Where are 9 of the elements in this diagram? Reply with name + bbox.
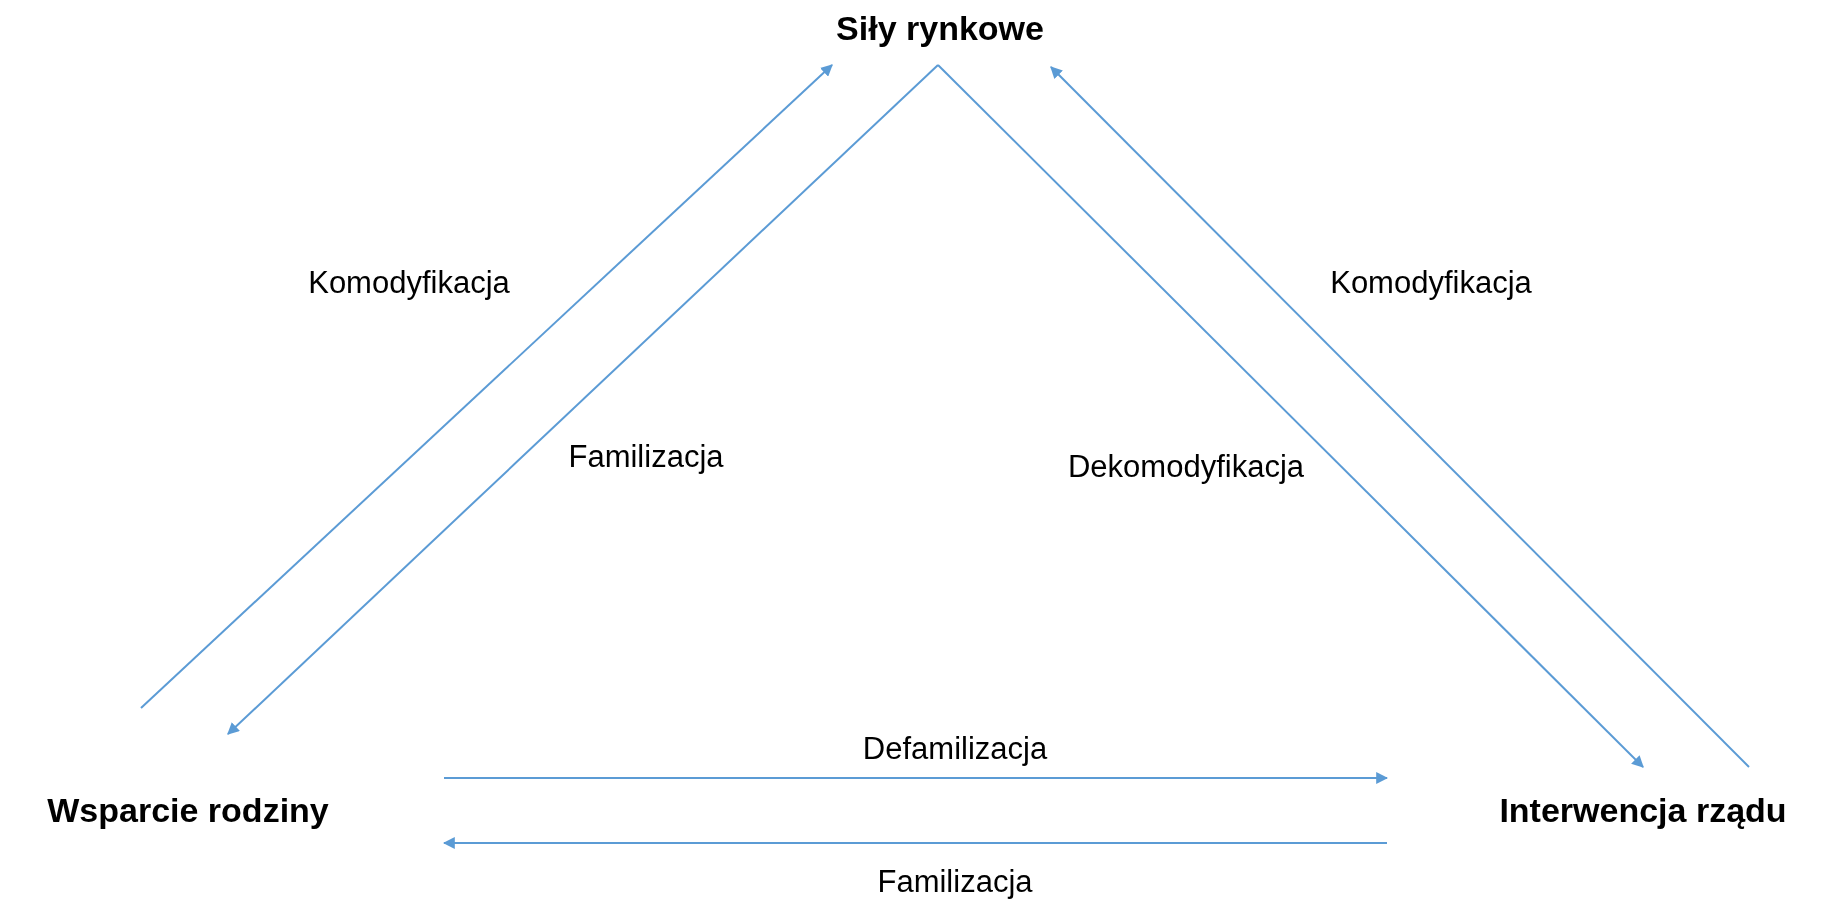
arrow [1050, 66, 1750, 768]
node-label: Wsparcie rodziny [47, 789, 329, 831]
arrow [443, 772, 1389, 784]
arrow [937, 64, 1644, 768]
node-label: Siły rynkowe [836, 7, 1044, 49]
arrow [442, 837, 1388, 849]
node-label: Interwencja rządu [1499, 789, 1787, 831]
arrow [227, 64, 939, 735]
arrow [140, 64, 833, 709]
